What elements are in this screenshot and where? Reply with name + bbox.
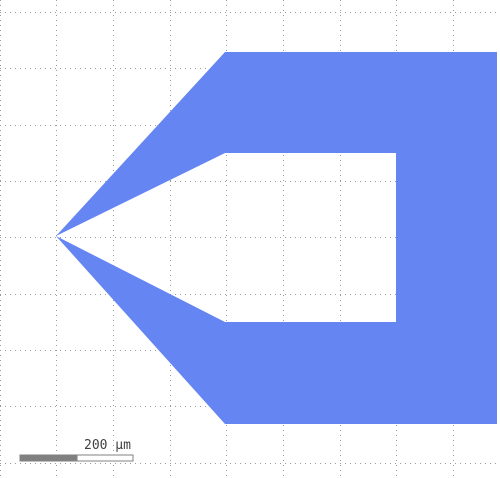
scale-bar-empty-segment xyxy=(76,454,134,462)
layout-polygon[interactable] xyxy=(56,52,497,424)
scale-bar-filled-segment xyxy=(19,454,78,462)
scale-bar: 200 µm xyxy=(19,438,134,462)
scale-bar-label: 200 µm xyxy=(84,438,131,453)
